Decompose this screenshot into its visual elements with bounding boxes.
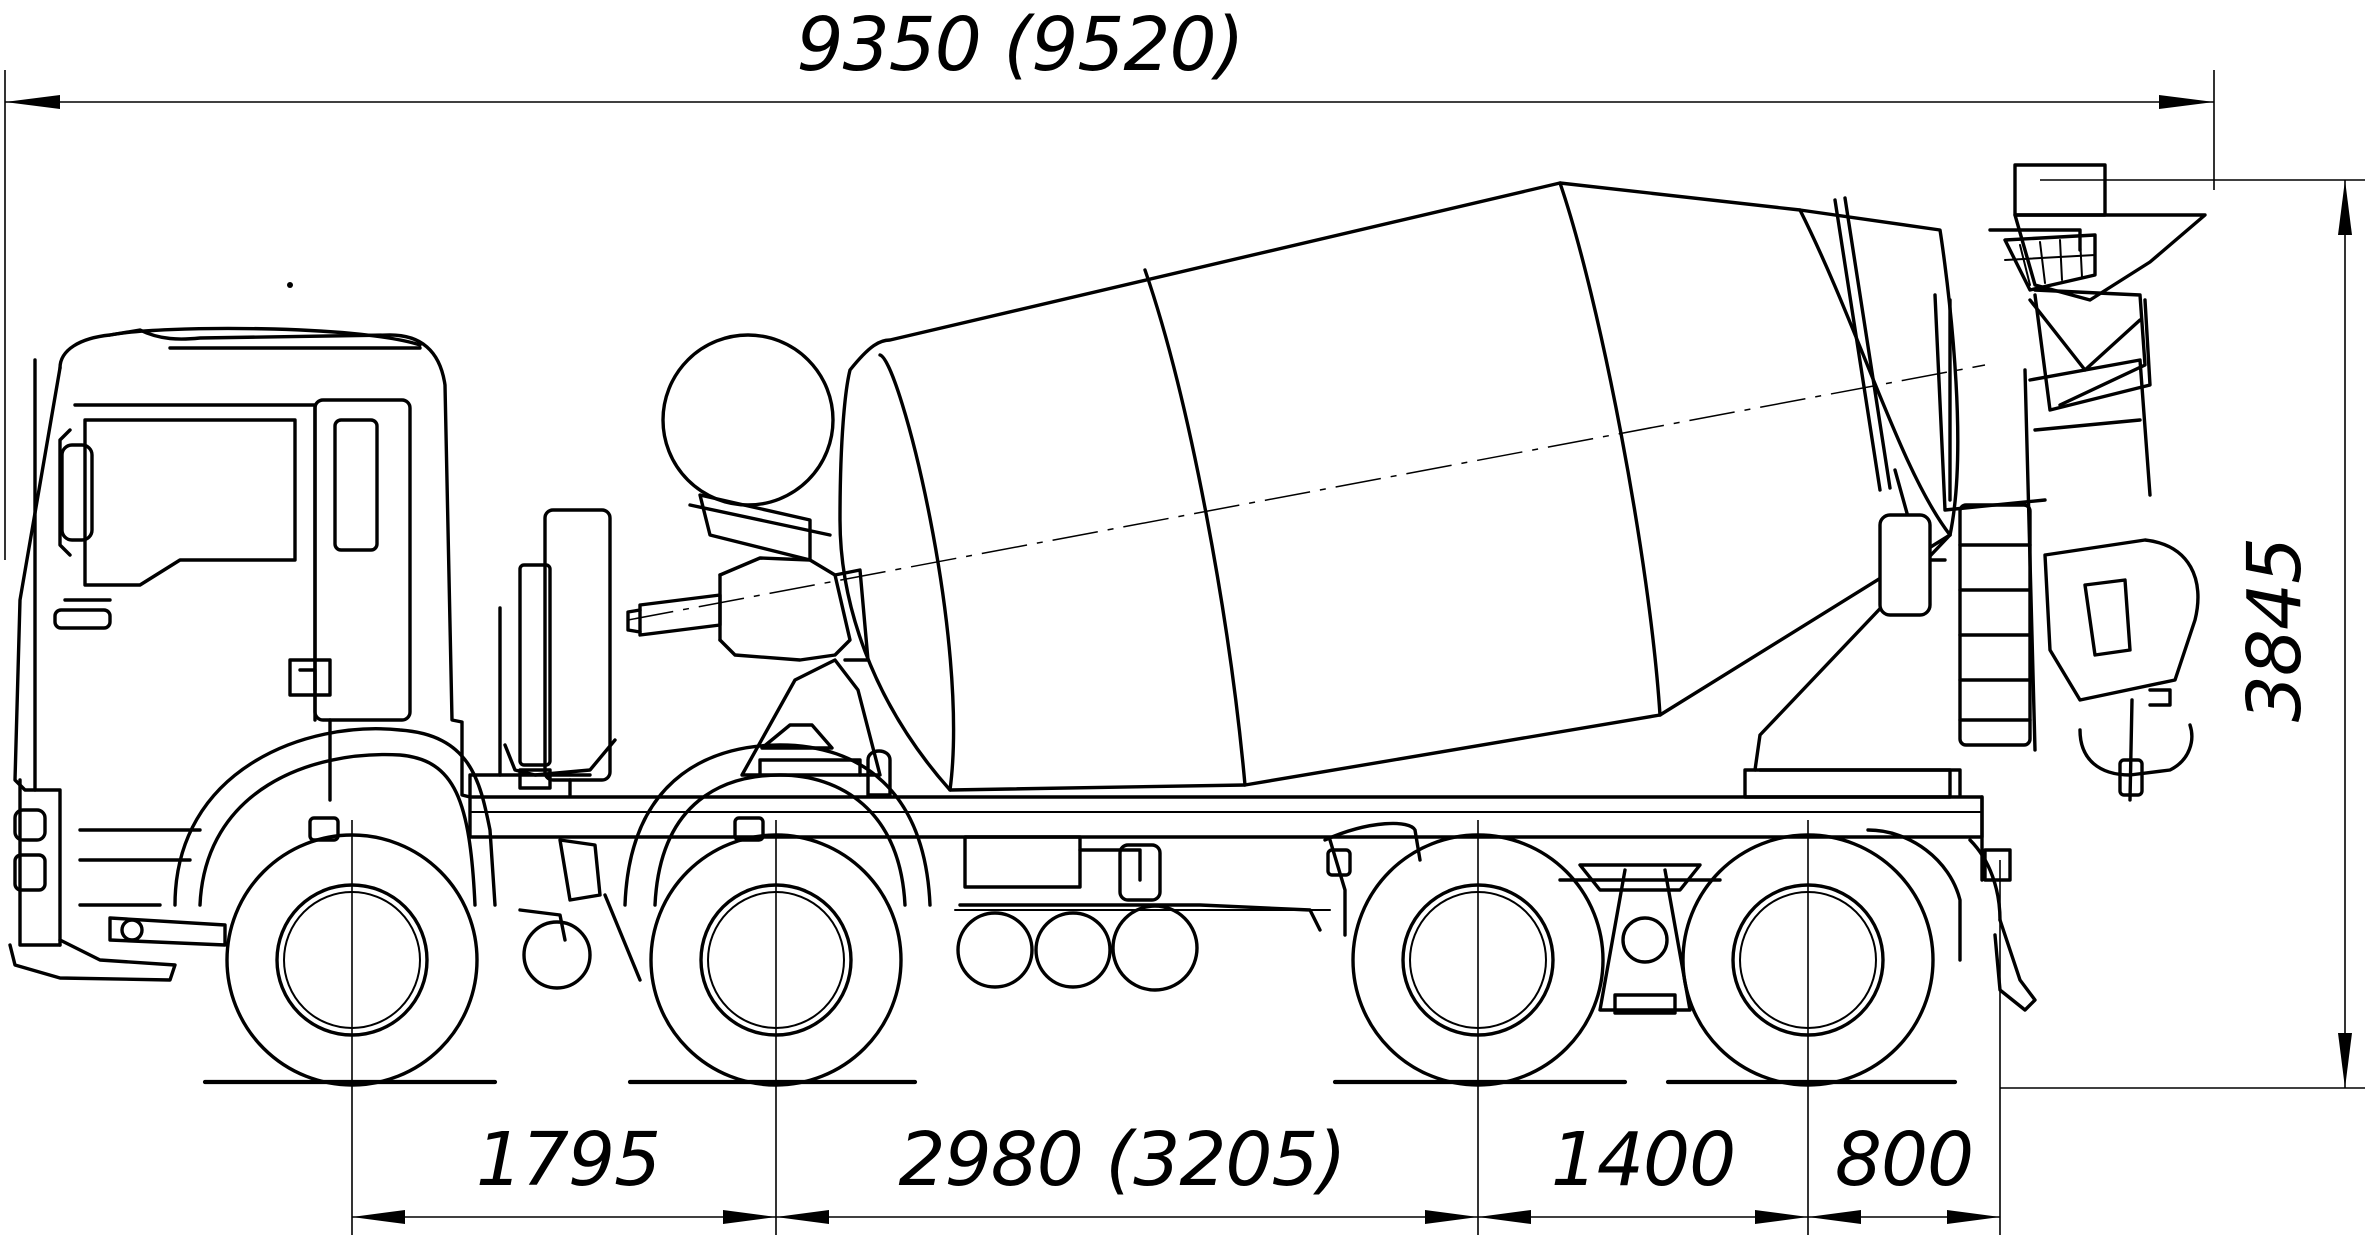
wheel-axle-4 (1681, 833, 1935, 1087)
tandem-1400-label: 1400 (1551, 1117, 1735, 1203)
overall-height-label: 3845 (2232, 538, 2318, 722)
undercarriage (518, 835, 1722, 1015)
wheels (225, 743, 1962, 1087)
wheelbase-1795-label: 1795 (476, 1117, 660, 1203)
wheel-axle-2 (623, 743, 932, 1087)
wheelbase-2980-label: 2980 (3205) (899, 1117, 1346, 1203)
mixer-drum (626, 181, 1986, 797)
rear-loading-equipment (1878, 163, 2207, 1012)
cab (8, 326, 497, 982)
wheel-axle-1 (225, 833, 479, 1087)
dimension-lines (4, 70, 2365, 1235)
overall-length-label: 9350 (9520) (797, 2, 1244, 88)
drawing-speck (287, 282, 293, 288)
water-tank (661, 333, 835, 562)
rear-overhang-800-label: 800 (1835, 1117, 1973, 1203)
spare-wheel (498, 508, 617, 797)
wheel-axle-3 (1351, 833, 1605, 1087)
